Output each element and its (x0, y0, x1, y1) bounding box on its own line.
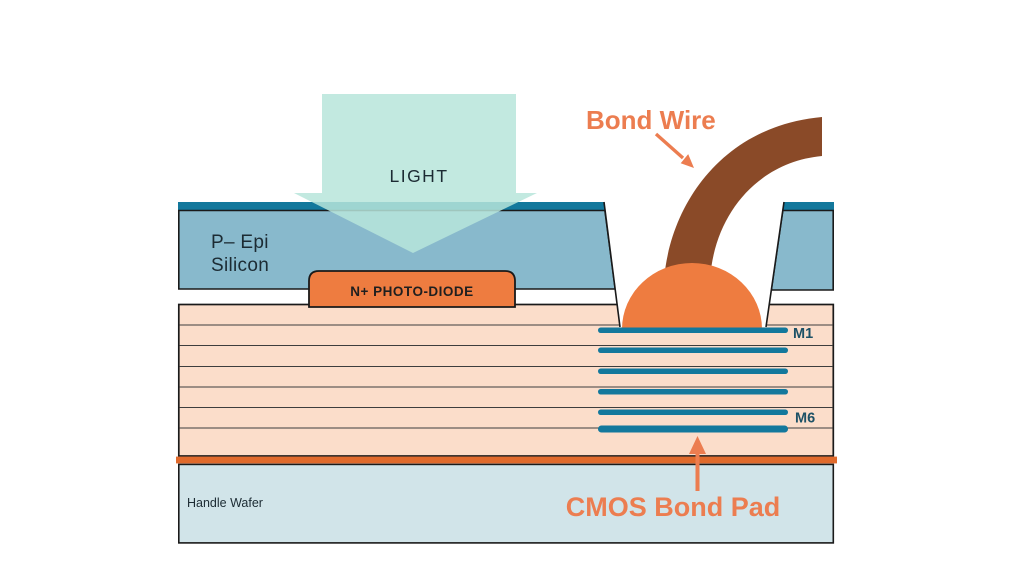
handle-wafer-label: Handle Wafer (187, 496, 263, 510)
metal-bar-m1 (598, 327, 788, 333)
m1-label: M1 (793, 326, 813, 342)
handle-wafer-body (178, 463, 835, 544)
bond-wire-label: Bond Wire (586, 105, 716, 135)
light-arrow (294, 94, 537, 253)
bond-wire-body (664, 117, 822, 280)
metal-bar-m5 (598, 409, 788, 415)
photodiode-label: N+ PHOTO-DIODE (350, 284, 473, 299)
bond-layer-strip (176, 456, 837, 464)
bond-wire-arrowhead (680, 154, 694, 168)
epi-label-line1: P– Epi (211, 232, 269, 253)
epi-label-line2: Silicon (211, 255, 269, 276)
epi-label: P– Epi Silicon (211, 232, 269, 276)
cmos-bond-pad-label: CMOS Bond Pad (566, 492, 781, 522)
bond-wire-annotation: Bond Wire (586, 105, 716, 168)
bond-ball (622, 263, 762, 329)
metal-bars (598, 327, 788, 433)
cmos-bond-pad-annotation: CMOS Bond Pad (566, 436, 781, 522)
m6-label: M6 (795, 411, 815, 427)
metal-bar-m4 (598, 389, 788, 395)
arc-cap-strip-right (782, 202, 834, 211)
metal-bar-m3 (598, 368, 788, 374)
metal-bar-m6 (598, 425, 788, 433)
metal-bar-m2 (598, 347, 788, 353)
trench-walls (603, 201, 785, 328)
photodiode-region (308, 270, 516, 308)
cmos-bond-pad-arrowhead (689, 436, 706, 454)
bond-wire-arrow-line (654, 132, 685, 160)
light-label: LIGHT (389, 166, 448, 186)
